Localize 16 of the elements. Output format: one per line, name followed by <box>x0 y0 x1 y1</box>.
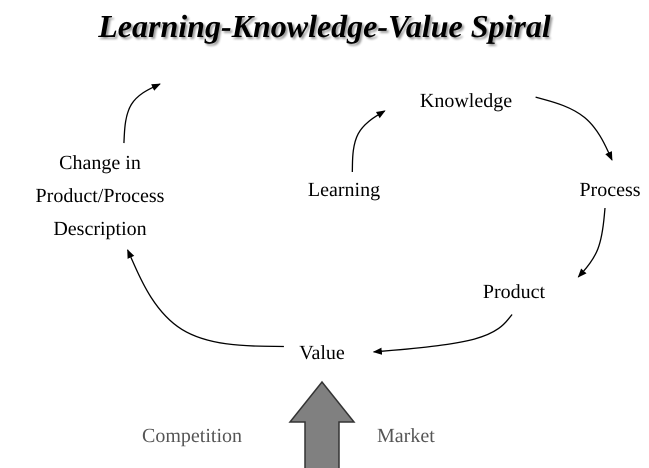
node-label: Product <box>466 277 562 307</box>
node-label: Change in Product/Process Description <box>8 147 192 245</box>
curved-arrow <box>127 249 284 348</box>
curved-arrow <box>578 208 606 278</box>
block-arrow <box>288 380 356 468</box>
curved-arrow <box>372 314 513 355</box>
node-label: Process <box>560 175 649 205</box>
side-label: Competition <box>142 425 242 448</box>
node-label: Value <box>288 326 356 380</box>
curved-arrow <box>123 83 161 144</box>
diagram-title: Learning-Knowledge-Value Spiral <box>97 8 552 45</box>
side-label: Market <box>377 425 435 448</box>
node-label: Knowledge <box>408 86 524 116</box>
node-label: Learning <box>292 175 396 205</box>
curved-arrow <box>352 110 386 172</box>
curved-arrow <box>535 96 613 161</box>
